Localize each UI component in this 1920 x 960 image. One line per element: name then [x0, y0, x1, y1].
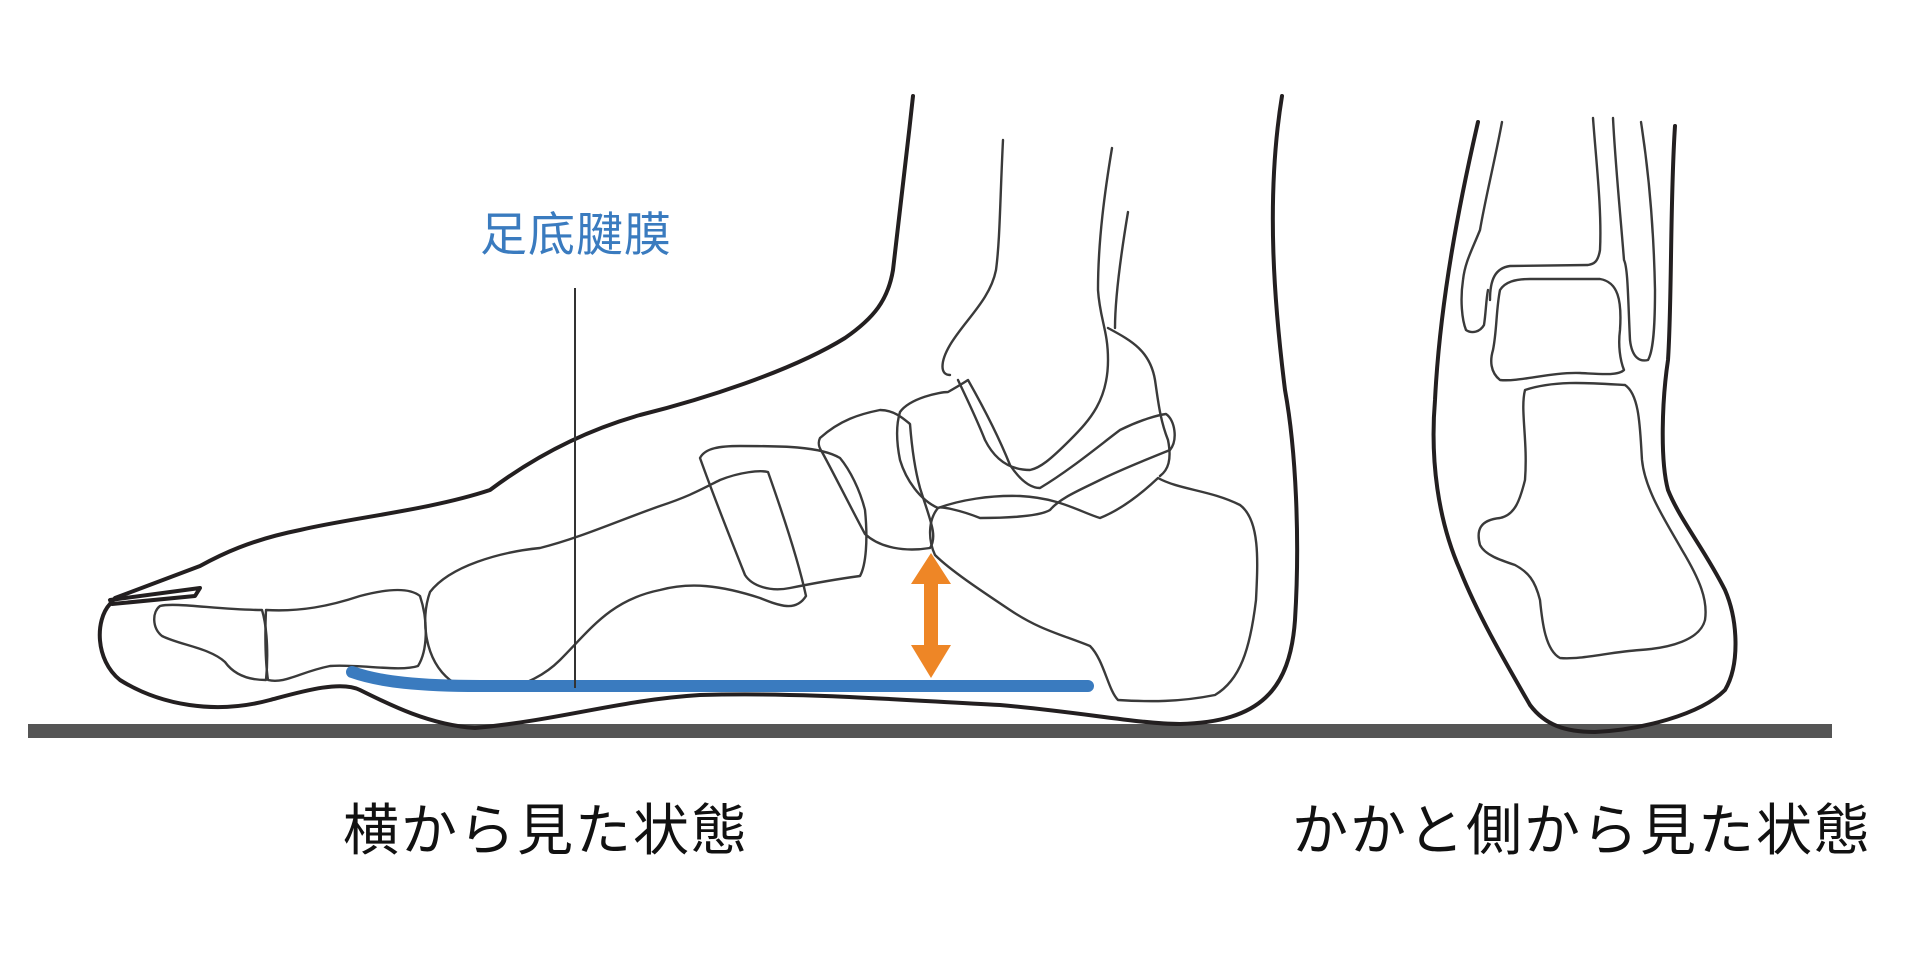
toenail: [108, 586, 202, 606]
distal-phalanx: [153, 603, 269, 682]
arch-height-arrow-icon: [911, 553, 951, 678]
tibia: [941, 138, 1114, 472]
heel-outline-left: [1431, 120, 1738, 734]
navicular: [817, 408, 935, 551]
heel-view-talus: [1490, 277, 1626, 382]
heel-view-tibia-left: [1460, 120, 1504, 334]
proximal-phalanx: [264, 588, 427, 682]
calcaneus: [928, 476, 1259, 703]
heel-view-fibula: [1611, 116, 1657, 362]
caption-heel-view: かかと側から見た状態: [1292, 799, 1872, 864]
fibula: [1106, 210, 1171, 478]
heel-view-foot: [1431, 116, 1738, 734]
plantar-fascia-line: [346, 666, 1094, 692]
plantar-fascia-label: 足底腱膜: [480, 208, 672, 263]
heel-view-calcaneus: [1477, 381, 1707, 660]
caption-side-view: 横から見た状態: [343, 799, 749, 864]
cuneiform: [698, 444, 868, 591]
side-view-foot: [97, 94, 1300, 730]
foot-outline-side: [97, 94, 1300, 730]
heel-view-tibia-right: [1488, 116, 1602, 302]
